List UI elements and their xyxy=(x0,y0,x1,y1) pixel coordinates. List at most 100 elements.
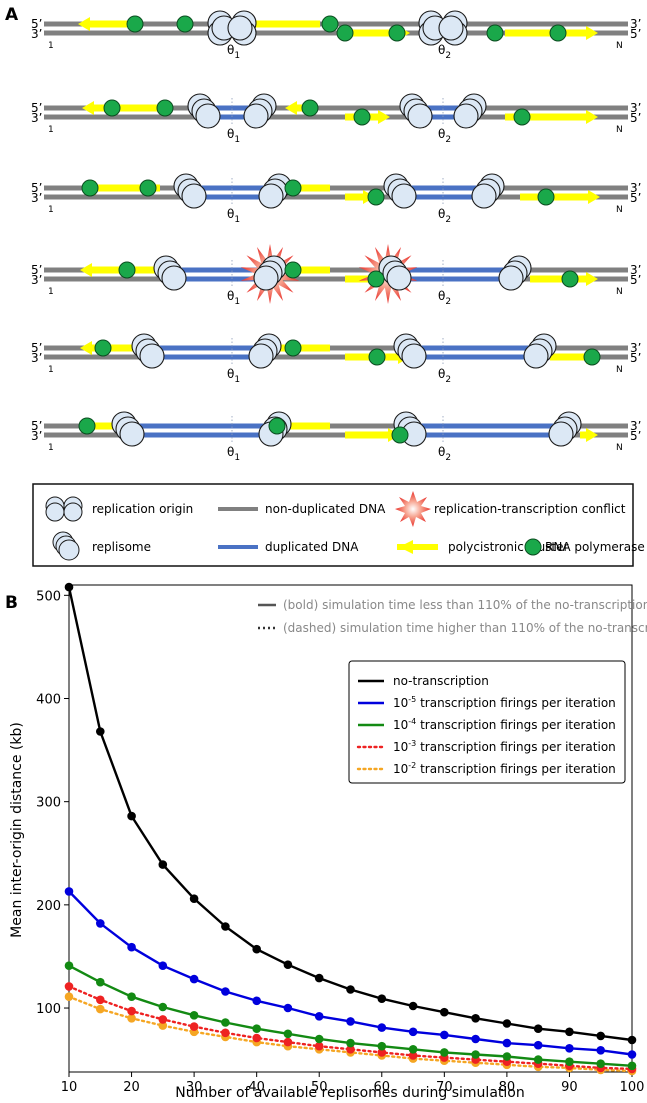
rna-polymerase xyxy=(118,261,136,279)
legend-rnap-label: RNA polymerase xyxy=(545,540,645,554)
position-end-label: N xyxy=(616,41,623,51)
rna-polymerase xyxy=(284,339,302,357)
dna-row-2 xyxy=(44,93,628,129)
position-end-label: N xyxy=(616,205,623,215)
three-prime-label: 3’ xyxy=(31,429,42,443)
data-point xyxy=(158,961,168,970)
origin-1-label: θ1 xyxy=(227,289,240,307)
replisome xyxy=(378,255,412,291)
rna-polymerase xyxy=(537,188,555,206)
five-prime-label: 5’ xyxy=(31,17,42,31)
rna-polymerase xyxy=(78,417,96,435)
replisome xyxy=(393,333,427,369)
data-point xyxy=(189,1022,199,1031)
three-prime-label: 3’ xyxy=(630,101,641,115)
origin-1-label: θ1 xyxy=(227,367,240,385)
five-prime-label: 5’ xyxy=(31,101,42,115)
data-point xyxy=(252,1033,261,1043)
rna-polymerase xyxy=(176,15,194,33)
data-point xyxy=(596,1046,605,1055)
cluster-arrow xyxy=(520,190,600,204)
three-prime-label: 3’ xyxy=(630,419,641,433)
data-point xyxy=(221,922,230,931)
x-tick-label: 40 xyxy=(248,1080,265,1095)
x-axis-label: Number of available replisomes during si… xyxy=(175,1085,524,1101)
replisome xyxy=(258,173,292,209)
five-prime-label: 5’ xyxy=(31,181,42,195)
replisome xyxy=(383,173,417,209)
data-point xyxy=(440,1007,449,1017)
five-prime-label: 5’ xyxy=(630,429,641,443)
dna-row-6 xyxy=(44,411,628,447)
three-prime-label: 3’ xyxy=(630,181,641,195)
data-point xyxy=(377,1041,387,1051)
rna-polymerase xyxy=(513,108,531,126)
data-point xyxy=(127,811,136,821)
replication-origin xyxy=(207,10,257,46)
y-tick-label: 100 xyxy=(36,1002,61,1017)
style-notes: (bold) simulation time less than 110% of… xyxy=(258,598,647,635)
x-tick-label: 80 xyxy=(499,1080,516,1095)
data-point xyxy=(283,1037,293,1047)
cluster-arrow xyxy=(580,428,598,442)
data-point xyxy=(346,1038,355,1048)
data-point xyxy=(158,860,168,869)
replisome xyxy=(548,411,582,447)
three-prime-label: 3’ xyxy=(630,341,641,355)
data-point xyxy=(471,1034,480,1044)
origin-2-label: θ2 xyxy=(438,127,451,145)
rna-polymerase xyxy=(367,188,385,206)
data-point xyxy=(440,1030,449,1040)
y-tick-label: 400 xyxy=(36,692,61,707)
data-point xyxy=(96,1004,105,1014)
data-point xyxy=(127,942,136,952)
rna-polymerase xyxy=(549,24,567,42)
panel-a-legend: replication origin non-duplicated DNA re… xyxy=(32,483,645,567)
five-prime-label: 5’ xyxy=(630,111,641,125)
data-point xyxy=(346,1045,355,1054)
rna-polymerase xyxy=(353,108,371,126)
data-point xyxy=(283,1003,293,1013)
replisome xyxy=(187,93,221,129)
y-tick-label: 300 xyxy=(36,796,61,811)
legend-replisome-label: replisome xyxy=(92,540,151,554)
rna-polymerase xyxy=(486,24,504,42)
data-point xyxy=(596,1059,605,1068)
data-point xyxy=(596,1031,605,1041)
cluster-arrow xyxy=(78,17,140,31)
rna-polymerase xyxy=(583,348,601,366)
data-point xyxy=(502,1019,512,1028)
data-point xyxy=(627,1061,637,1071)
rna-polymerase xyxy=(284,261,302,279)
dna-row-3 xyxy=(44,173,628,209)
legend-nondup-label: non-duplicated DNA xyxy=(265,502,386,516)
origin-2-label: θ2 xyxy=(438,367,451,385)
data-point xyxy=(408,1001,418,1011)
position-end-label: N xyxy=(616,443,623,453)
three-prime-label: 3’ xyxy=(31,111,42,125)
data-point xyxy=(346,1017,355,1026)
x-tick-label: 10 xyxy=(61,1080,78,1095)
x-tick-label: 100 xyxy=(620,1080,645,1095)
position-start-label: 1 xyxy=(48,205,54,215)
data-point xyxy=(314,1041,324,1051)
data-point xyxy=(565,1057,574,1066)
five-prime-label: 5’ xyxy=(630,27,641,41)
data-point xyxy=(565,1044,574,1053)
legend-rnap-icon xyxy=(524,538,542,556)
rna-polymerase xyxy=(388,24,406,42)
replisome xyxy=(253,255,287,291)
data-point xyxy=(189,1011,199,1020)
rna-polymerase xyxy=(301,99,319,117)
legend-replisome-icon xyxy=(52,531,80,561)
origin-1-label: θ1 xyxy=(227,207,240,225)
position-start-label: 1 xyxy=(48,41,54,51)
legend-label: 10-3 transcription firings per iteration xyxy=(393,739,616,754)
data-point xyxy=(189,894,199,903)
data-point xyxy=(127,1014,136,1023)
x-tick-label: 30 xyxy=(186,1080,203,1095)
x-tick-label: 50 xyxy=(311,1080,328,1095)
